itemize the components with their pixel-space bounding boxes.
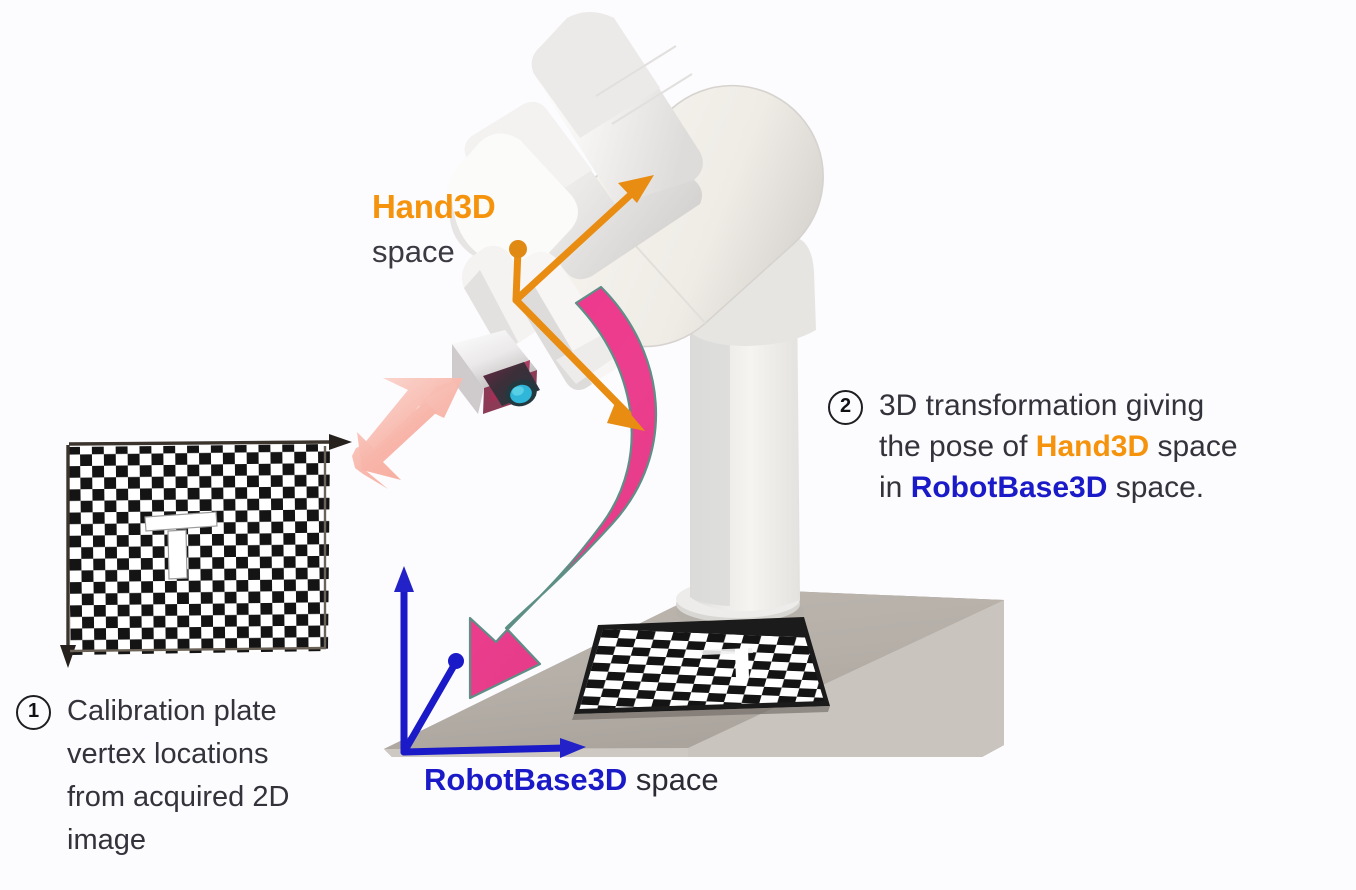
hand-to-base-transform-arrow [468, 285, 658, 700]
callout-2-line3b: space. [1107, 471, 1205, 504]
hand3d-space-label: space [372, 234, 455, 269]
acquisition-arrow [352, 378, 463, 489]
callout-2: 2 3D transformation giving the pose of Ha… [828, 385, 1348, 508]
callout-1-line1: Calibration plate [67, 695, 277, 727]
hand3d-label: Hand3D [372, 188, 496, 225]
callout-1-badge: 1 [16, 695, 51, 730]
callout-2-line3a: in [879, 471, 911, 504]
callout-1-line4: image [67, 824, 146, 856]
calibration-plate-on-table [572, 617, 830, 720]
callout-2-text: 3D transformation giving the pose of Hand… [879, 385, 1238, 508]
hand-camera [452, 330, 540, 414]
callout-2-line2a: the pose of [879, 430, 1036, 463]
callout-2-badge: 2 [828, 390, 863, 425]
callout-1-line3: from acquired 2D [67, 781, 290, 813]
hand3d-coordinate-frame [509, 175, 654, 431]
callout-1: 1 Calibration plate vertex locations from … [16, 690, 376, 862]
callout-2-line1: 3D transformation giving [879, 389, 1205, 422]
robotbase3d-space-label: RobotBase3D space [424, 762, 719, 798]
calibration-plate-2d-image [60, 434, 352, 668]
callout-1-text: Calibration plate vertex locations from ac… [67, 690, 289, 862]
callout-2-line2b: space [1149, 430, 1238, 463]
robot-arm [446, 12, 824, 630]
robotbase3d-space-label-bold: RobotBase3D [424, 762, 628, 797]
callout-1-line2: vertex locations [67, 738, 269, 770]
robotbase3d-coordinate-frame [394, 566, 586, 758]
image-2d-axes [60, 434, 352, 668]
callout-2-robotbase3d: RobotBase3D [910, 471, 1108, 504]
callout-2-hand3d: Hand3D [1035, 430, 1150, 463]
robotbase3d-space-label-suffix: space [627, 762, 719, 797]
